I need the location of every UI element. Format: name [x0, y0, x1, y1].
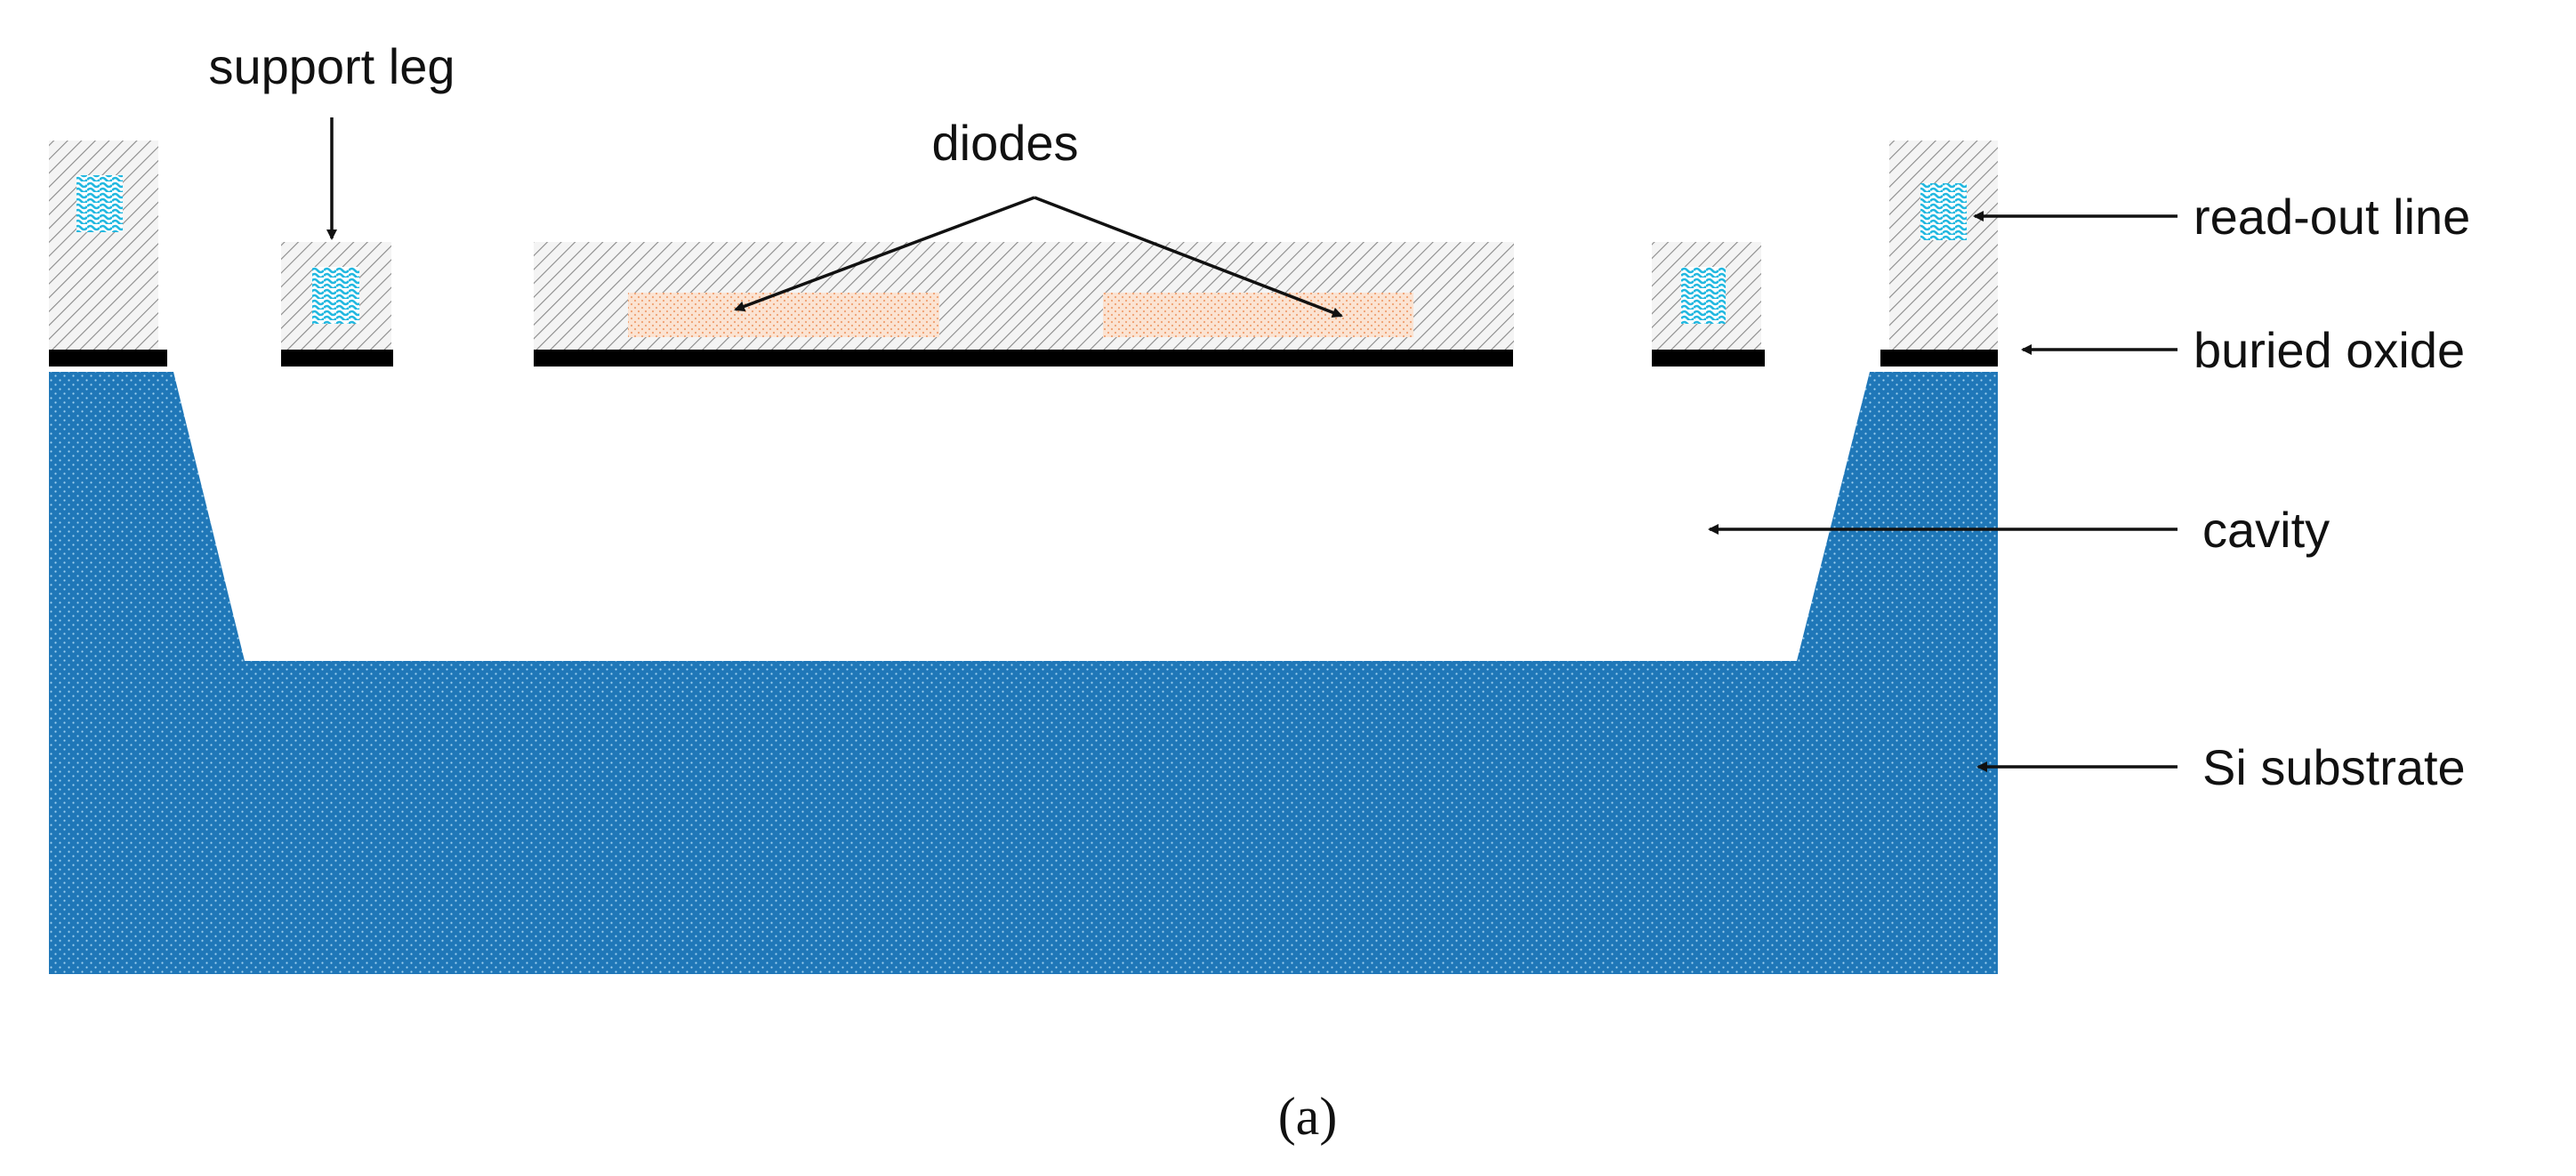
read-out-line-right-leg: [1681, 267, 1726, 324]
read-out-line-right-frame: [1920, 183, 1967, 240]
buried-oxide-leg-right: [1652, 350, 1765, 366]
cavity-label: cavity: [2202, 502, 2330, 558]
buried-oxide-left: [49, 350, 167, 366]
si-substrate: [49, 372, 1998, 974]
left-frame-block: [49, 141, 158, 350]
diodes-arrow-left: [734, 196, 1035, 312]
si-substrate-label: Si substrate: [2202, 739, 2466, 795]
diode-right: [1103, 293, 1413, 337]
buried-oxide-leg-left: [281, 350, 393, 366]
diodes-arrow-right: [1034, 196, 1343, 318]
support-leg-label: support leg: [208, 38, 455, 94]
buried-oxide-right: [1880, 350, 1998, 366]
figure-caption: (a): [1278, 1087, 1338, 1146]
diode-left: [628, 293, 939, 337]
right-frame-block: [1889, 141, 1998, 350]
diodes-label: diodes: [931, 115, 1078, 171]
read-out-line-left-frame: [76, 175, 123, 232]
read-out-line-left-leg: [312, 267, 359, 324]
read-out-line-label: read-out line: [2194, 189, 2470, 245]
buried-oxide-membrane: [534, 350, 1513, 366]
buried-oxide-label: buried oxide: [2194, 322, 2465, 378]
